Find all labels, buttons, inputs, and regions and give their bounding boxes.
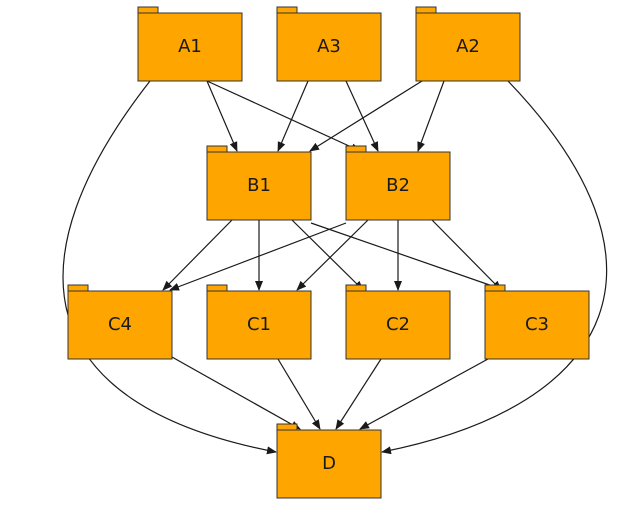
folder-tab-icon [67,284,89,292]
node-c1[interactable]: C1 [206,284,312,360]
edge-b2-to-c3 [431,219,502,291]
edge-a1-to-d [62,80,277,455]
node-label: C1 [247,314,271,335]
node-c3[interactable]: C3 [484,284,590,360]
folder-tab-icon [206,145,228,153]
node-a2[interactable]: A2 [415,6,521,82]
folder-tab-icon [276,423,298,431]
edge-a2-to-b2 [417,80,445,152]
node-label: A3 [317,36,341,57]
folder-tab-icon [345,145,367,153]
node-box [137,12,243,82]
node-box [276,429,382,499]
edge-b2-to-c4 [169,222,347,291]
edges-layer [62,80,608,455]
node-label: B2 [386,175,410,196]
node-a1[interactable]: A1 [137,6,243,82]
node-box [206,151,312,221]
edge-b2-to-c1 [296,219,369,291]
node-label: C4 [108,314,132,335]
edge-c3-to-d [359,358,489,430]
folder-tab-icon [137,6,159,14]
edge-a1-to-b2 [206,80,361,152]
folder-tab-icon [415,6,437,14]
node-a3[interactable]: A3 [276,6,382,82]
node-c4[interactable]: C4 [67,284,173,360]
node-b2[interactable]: B2 [345,145,451,221]
node-label: A1 [178,36,202,57]
edge-b1-to-c2 [291,219,364,291]
node-box [345,151,451,221]
node-box [345,290,451,360]
node-b1[interactable]: B1 [206,145,312,221]
node-box [206,290,312,360]
edge-c1-to-d [277,358,321,430]
node-label: C2 [386,314,410,335]
node-c2[interactable]: C2 [345,284,451,360]
edge-a2-to-b1 [309,80,423,152]
folder-tab-icon [484,284,506,292]
node-d[interactable]: D [276,423,382,499]
folder-tab-icon [206,284,228,292]
edge-c2-to-d [335,358,382,430]
edge-a1-to-b1 [206,80,238,152]
node-box [415,12,521,82]
edge-b1-to-c3 [310,222,505,291]
node-label: A2 [456,36,480,57]
folder-tab-icon [345,284,367,292]
node-box [276,12,382,82]
edge-c4-to-d [171,356,301,430]
edge-a3-to-b2 [345,80,379,152]
node-box [484,290,590,360]
node-box [67,290,173,360]
node-label: B1 [247,175,271,196]
node-label: D [322,453,336,474]
folder-tab-icon [276,6,298,14]
edge-b1-to-c4 [162,219,233,291]
node-label: C3 [525,314,549,335]
edge-a2-to-d [381,80,608,455]
edge-a3-to-b1 [277,80,309,152]
